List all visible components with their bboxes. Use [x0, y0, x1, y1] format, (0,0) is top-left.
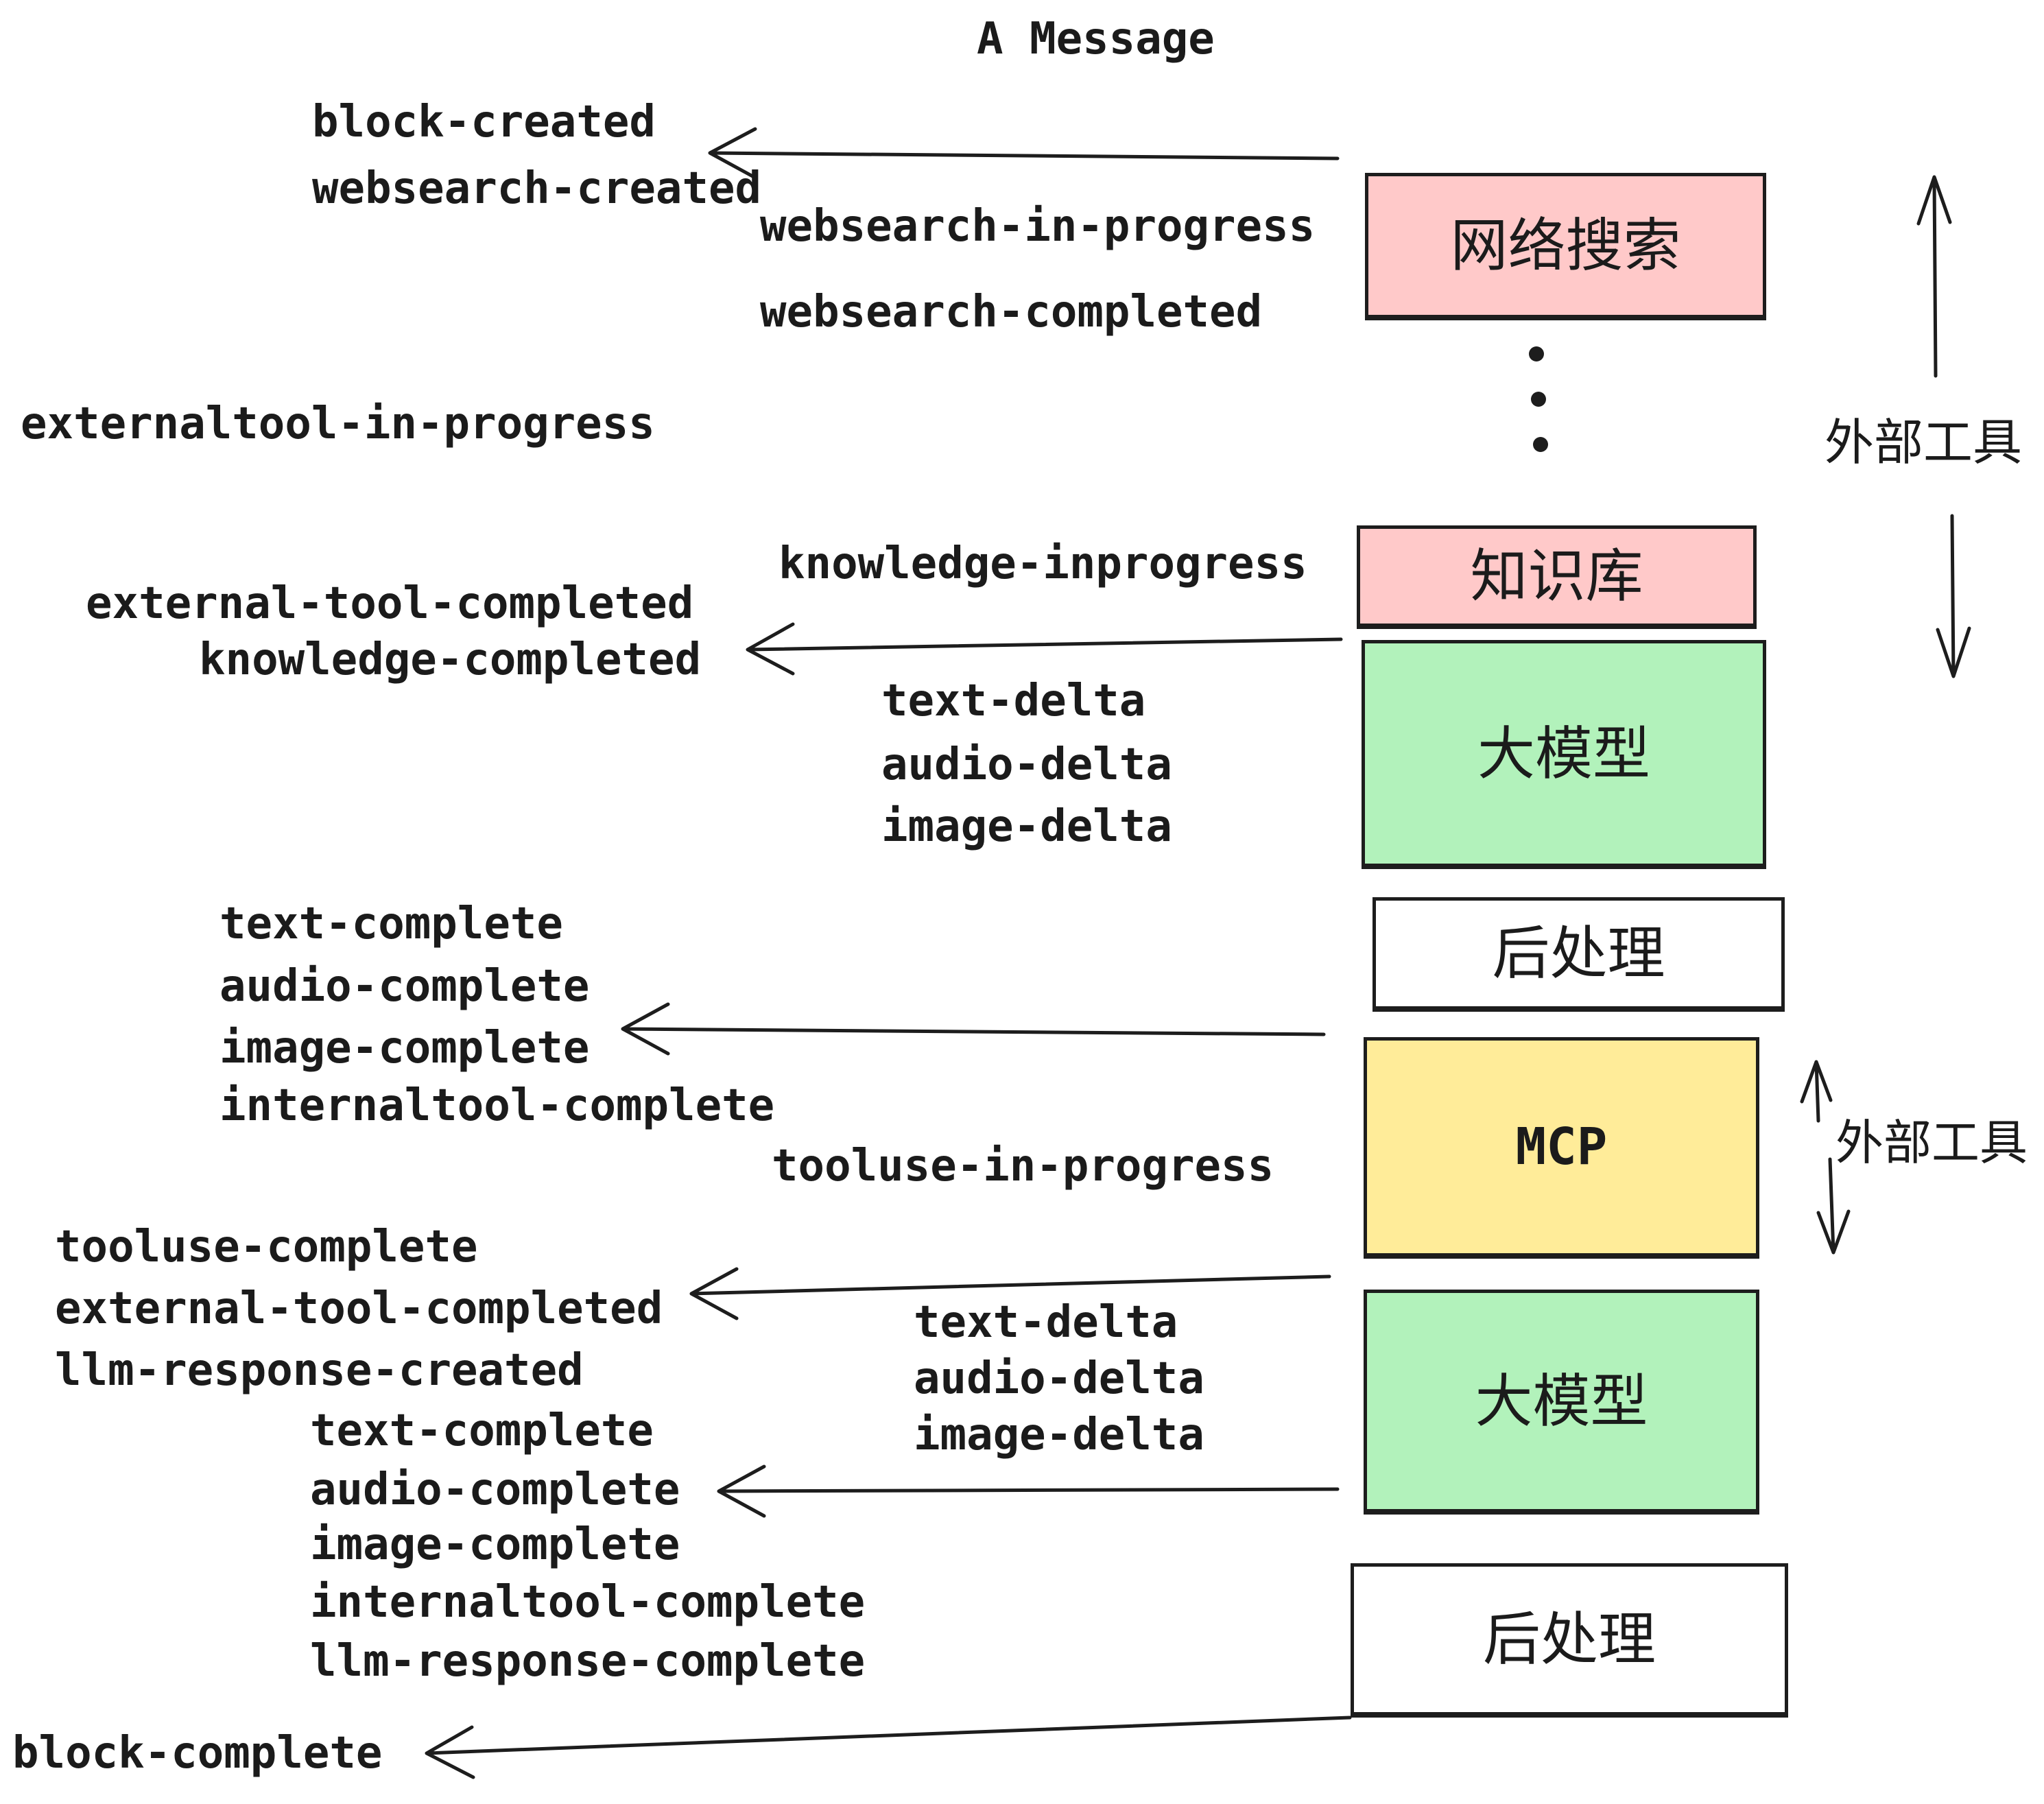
event-knowledge-completed: knowledge-completed: [199, 634, 702, 685]
arrow-block-complete: [425, 1716, 1352, 1779]
box-llm-2-label: 大模型: [1475, 1367, 1648, 1435]
event-knowledge-inprogress: knowledge-inprogress: [779, 538, 1307, 589]
event-text-delta-2: text-delta: [914, 1297, 1178, 1348]
ellipsis-dots: [1529, 346, 1548, 452]
event-websearch-completed: websearch-completed: [760, 287, 1263, 337]
arrow-audio-complete: [717, 1464, 1340, 1518]
box-knowledge-base-label: 知识库: [1470, 543, 1643, 610]
event-image-complete-1: image-complete: [219, 1023, 590, 1073]
event-internaltool-complete-1: internaltool-complete: [219, 1080, 775, 1131]
diagram-title: A Message: [977, 14, 1215, 64]
arrow-image-complete: [621, 1002, 1326, 1056]
event-image-delta-1: image-delta: [881, 801, 1172, 852]
event-tooluse-in-progress: tooluse-in-progress: [772, 1141, 1274, 1191]
box-websearch: 网络搜索: [1365, 173, 1766, 318]
arrow-knowledge-completed: [746, 622, 1343, 676]
event-external-tool-completed-2: external-tool-completed: [55, 1283, 663, 1334]
event-block-complete: block-complete: [12, 1728, 383, 1779]
box-websearch-label: 网络搜索: [1450, 212, 1681, 279]
box-llm-2: 大模型: [1364, 1290, 1759, 1512]
event-llm-response-created: llm-response-created: [55, 1345, 584, 1396]
annotation-external-tools-top: 外部工具: [1825, 414, 2023, 471]
box-llm-1: 大模型: [1362, 640, 1766, 867]
event-websearch-created: websearch-created: [312, 163, 762, 214]
arrow-down-external-tools-top: [1936, 514, 1971, 678]
event-audio-delta-1: audio-delta: [881, 739, 1172, 790]
event-websearch-in-progress: websearch-in-progress: [760, 201, 1316, 252]
arrow-down-external-tools-bottom: [1816, 1157, 1851, 1255]
event-externaltool-in-progress: externaltool-in-progress: [21, 399, 655, 449]
box-llm-1-label: 大模型: [1477, 720, 1650, 787]
event-image-complete-2: image-complete: [310, 1519, 680, 1570]
event-tooluse-complete: tooluse-complete: [55, 1222, 478, 1272]
box-mcp-label: MCP: [1515, 1117, 1608, 1176]
event-audio-complete-1: audio-complete: [219, 961, 590, 1012]
event-internaltool-complete-2: internaltool-complete: [310, 1577, 866, 1628]
event-text-complete-2: text-complete: [310, 1405, 654, 1456]
event-audio-complete-2: audio-complete: [310, 1464, 680, 1515]
arrow-up-external-tools-bottom: [1800, 1060, 1833, 1123]
arrow-tooluse-complete: [689, 1267, 1331, 1320]
event-text-delta-1: text-delta: [881, 676, 1146, 726]
event-image-delta-2: image-delta: [914, 1410, 1204, 1460]
box-postprocess-2-label: 后处理: [1482, 1606, 1656, 1673]
event-text-complete-1: text-complete: [219, 899, 563, 949]
event-external-tool-completed-1: external-tool-completed: [86, 578, 694, 629]
box-postprocess-2: 后处理: [1351, 1563, 1788, 1716]
box-mcp: MCP: [1364, 1037, 1759, 1257]
event-block-created: block-created: [312, 97, 656, 147]
arrow-up-external-tools-top: [1916, 175, 1952, 378]
event-llm-response-complete: llm-response-complete: [310, 1636, 866, 1687]
arrow-block-created: [708, 127, 1340, 180]
annotation-external-tools-bottom: 外部工具: [1835, 1115, 2028, 1171]
box-postprocess-1: 后处理: [1372, 897, 1785, 1010]
event-audio-delta-2: audio-delta: [914, 1353, 1204, 1404]
box-postprocess-1-label: 后处理: [1492, 920, 1665, 987]
box-knowledge-base: 知识库: [1357, 525, 1757, 627]
